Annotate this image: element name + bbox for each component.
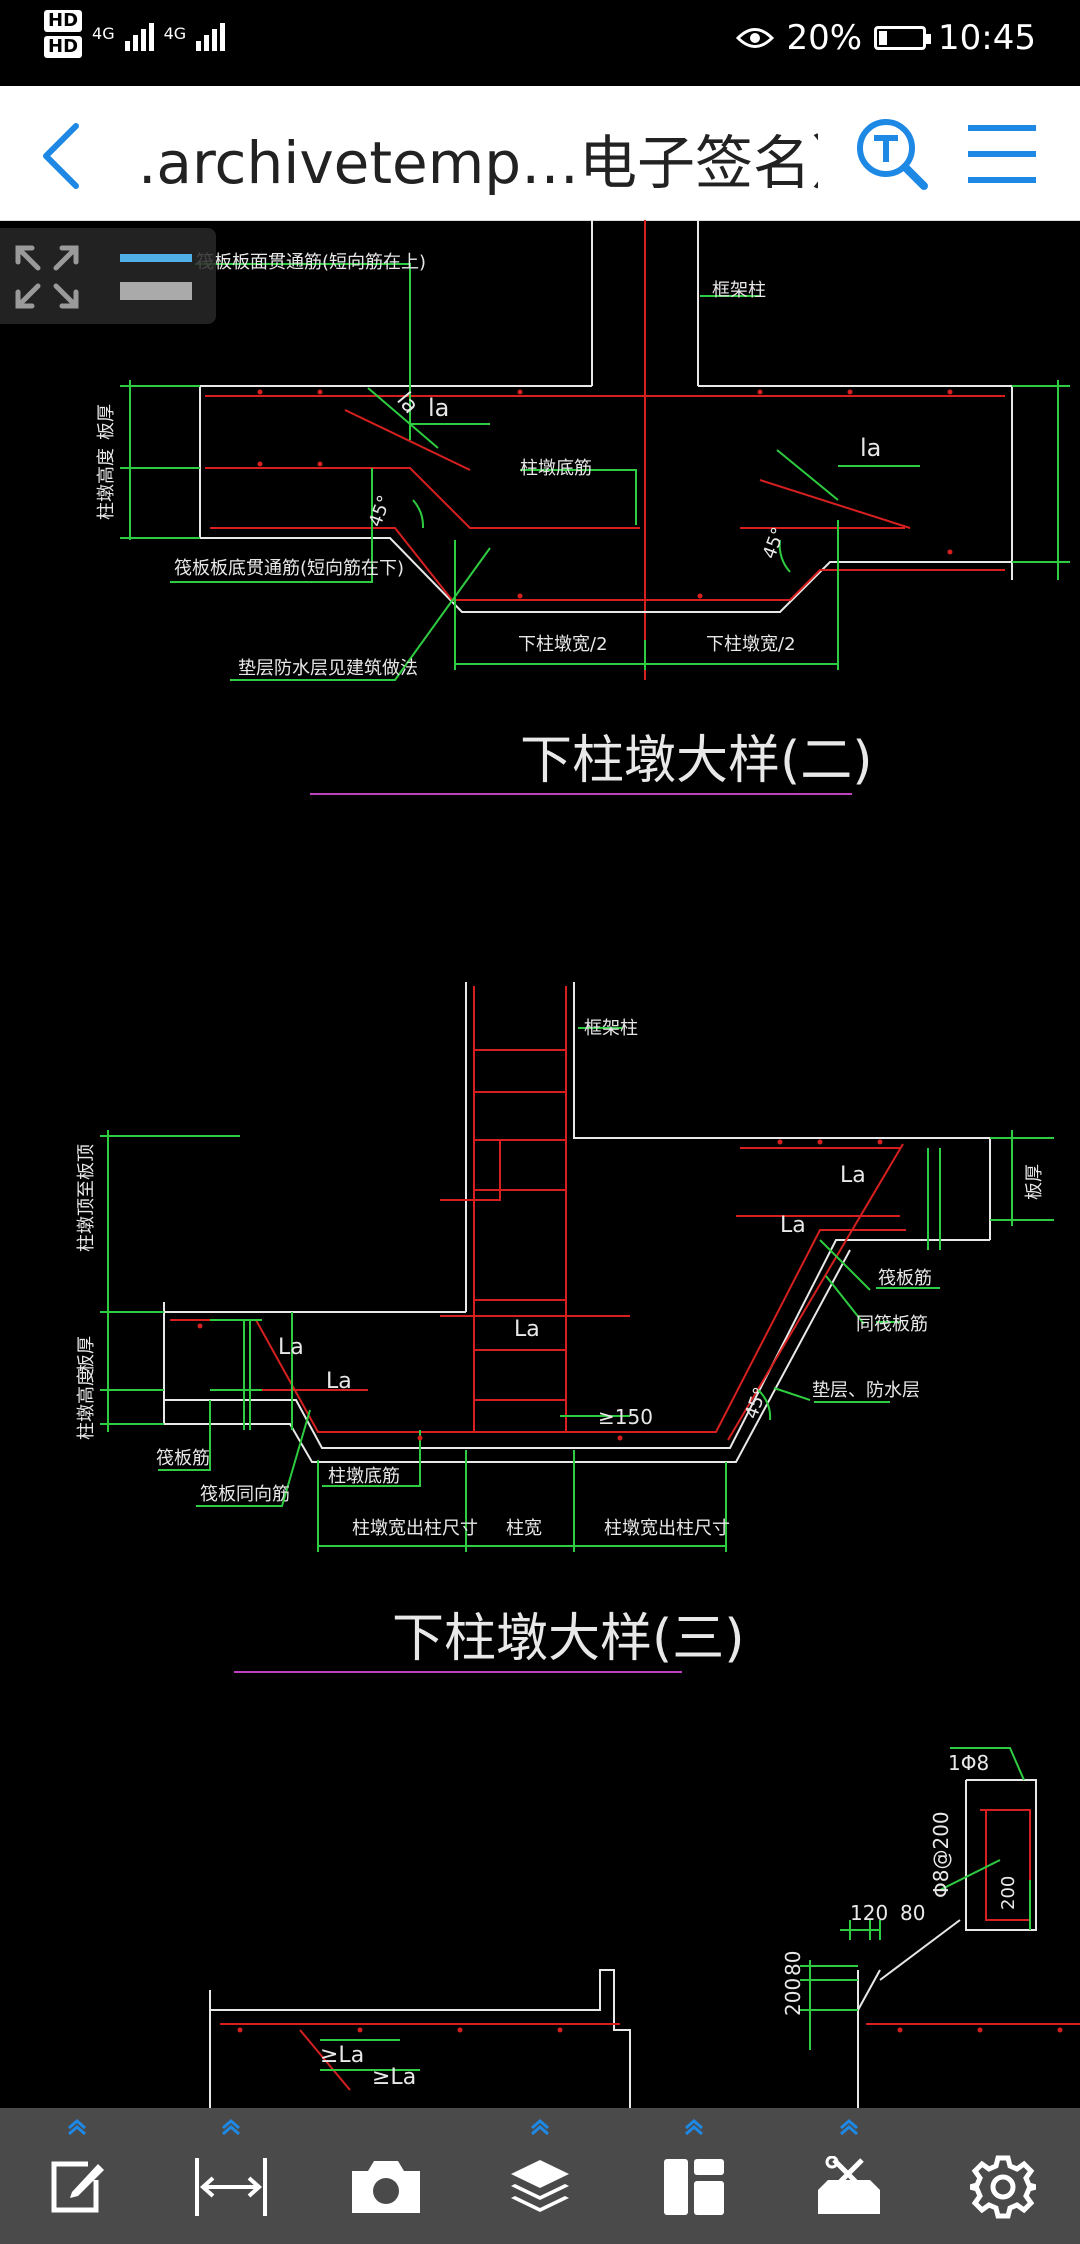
d3-label-cushion: 垫层、防水层 — [812, 1380, 920, 1401]
d3-label-raft-thickness-left: 板厚 — [76, 1336, 97, 1372]
signal-icon-2 — [196, 17, 226, 51]
label-raft-top-rebar: 筏板板面贯通筋(短向筋在上) — [196, 252, 426, 273]
chevron-up-icon — [685, 2119, 704, 2136]
hd1-badge: HD — [44, 10, 83, 32]
d3-label-min150: ≥150 — [598, 1405, 653, 1429]
edit-tool-button[interactable] — [17, 2108, 137, 2244]
d3-label-la-center: La — [514, 1317, 540, 1342]
battery-percent: 20% — [786, 18, 863, 58]
label-la-1: la — [428, 394, 449, 422]
d3-label-raft-rebar-left: 筏板筋 — [156, 1448, 210, 1469]
label-frame-column: 框架柱 — [712, 280, 766, 301]
cad-drawing-canvas[interactable]: 筏板板面贯通筋(短向筋在上) 框架柱 板厚 柱墩高度 la la la 柱墩底筋… — [0, 220, 1080, 2108]
label-raft-bottom-rebar: 筏板板底贯通筋(短向筋在下) — [174, 558, 404, 579]
label-la-3: la — [860, 434, 881, 462]
measure-icon — [195, 2158, 268, 2216]
d3-label-raft-thickness-right: 板厚 — [1024, 1164, 1045, 1200]
chevron-up-icon — [222, 2119, 241, 2136]
d3-label-dim-right: 柱墩宽出柱尺寸 — [604, 1518, 730, 1539]
status-bar: HD HD 4G 4G 20% 10:45 — [0, 0, 1080, 86]
db-label-200v: 200 — [998, 1876, 1019, 1910]
eye-comfort-icon — [736, 28, 775, 48]
label-angle-1: 45° — [365, 493, 396, 530]
detail2-title: 下柱墩大样(二) — [520, 731, 873, 791]
status-left: HD HD 4G 4G — [44, 10, 226, 58]
d3-label-la-left-2: La — [326, 1369, 352, 1394]
d3-label-la-left-1: La — [278, 1335, 304, 1360]
camera-icon — [351, 2161, 420, 2213]
layers-tool-button[interactable] — [480, 2108, 600, 2244]
chevron-up-icon — [530, 2119, 549, 2136]
edit-icon — [51, 2161, 105, 2213]
d3-label-angle: 45° — [741, 1385, 772, 1422]
d3-label-la-right-2: La — [780, 1213, 806, 1238]
label-raft-thickness: 板厚 — [96, 404, 117, 440]
toolbox-icon — [817, 2156, 880, 2214]
toolbox-tool-button[interactable] — [789, 2108, 909, 2244]
text-search-button[interactable] — [852, 114, 932, 194]
label-angle-2: 45° — [759, 525, 790, 562]
back-button[interactable] — [30, 116, 100, 196]
label-half-width-right: 下柱墩宽/2 — [706, 634, 796, 655]
d3-label-dim-left: 柱墩宽出柱尺寸 — [352, 1518, 478, 1539]
db-label-phi8: 1Φ8 — [948, 1751, 989, 1775]
db-label-80v: 80 — [781, 1951, 805, 1976]
label-cushion: 垫层防水层见建筑做法 — [238, 658, 418, 679]
gear-icon — [969, 2155, 1036, 2219]
camera-tool-button[interactable] — [326, 2108, 446, 2244]
mini-toolbar — [0, 228, 216, 324]
layer-toggle-icon[interactable] — [118, 246, 194, 306]
network-label-2: 4G — [163, 24, 187, 43]
db-label-la-a: ≥La — [320, 2043, 364, 2068]
layers-icon — [510, 2160, 569, 2212]
db-label-120: 120 — [850, 1901, 888, 1925]
detail3-title: 下柱墩大样(三) — [392, 1609, 745, 1669]
network-label-1: 4G — [92, 24, 115, 43]
bottom-toolbar — [0, 2108, 1080, 2244]
status-right: 20% 10:45 — [736, 18, 1036, 58]
db-label-200: 200 — [781, 1978, 805, 2016]
chevron-up-icon — [68, 2119, 87, 2136]
label-pier-bottom-rebar: 柱墩底筋 — [520, 458, 592, 479]
hd-indicators: HD HD — [44, 10, 83, 58]
detail-bottom-geometry — [209, 1747, 1080, 2108]
d3-label-la-right-1: La — [840, 1163, 866, 1188]
layout-icon — [664, 2159, 725, 2215]
d3-label-pier-height: 柱墩高度 — [76, 1368, 97, 1440]
settings-tool-button[interactable] — [943, 2108, 1063, 2244]
label-half-width-left: 下柱墩宽/2 — [518, 634, 608, 655]
battery-level — [879, 31, 888, 45]
detail3-labels: 框架柱 柱墩顶至板顶 板厚 柱墩高度 板厚 La La La La La ≥15… — [76, 1018, 1045, 1669]
detail2-geometry — [120, 220, 1070, 795]
d3-label-dim-center: 柱宽 — [506, 1518, 542, 1539]
title-bar: .archivetemp…电子签名） — [0, 86, 1080, 221]
d3-label-pier-bottom-rebar: 柱墩底筋 — [328, 1466, 400, 1487]
cad-drawing: 筏板板面贯通筋(短向筋在上) 框架柱 板厚 柱墩高度 la la la 柱墩底筋… — [76, 220, 1080, 2108]
db-label-la-b: ≥La — [372, 2065, 416, 2090]
detail-bottom-labels: 1Φ8 Φ8@200 200 120 80 80 200 ≥La ≥La — [320, 1751, 1019, 2090]
d3-label-same-raft-rebar: 同筏板筋 — [856, 1314, 928, 1335]
d3-label-raft-rebar-right: 筏板筋 — [878, 1268, 932, 1289]
d3-label-raft-same-dir: 筏板同向筋 — [200, 1484, 290, 1505]
d3-label-pier-top: 柱墩顶至板顶 — [76, 1144, 97, 1252]
db-label-80: 80 — [900, 1901, 925, 1925]
measure-tool-button[interactable] — [171, 2108, 291, 2244]
label-la-2: la — [391, 388, 423, 419]
hd2-badge: HD — [44, 36, 83, 58]
label-pier-height: 柱墩高度 — [96, 448, 117, 520]
battery-icon — [874, 26, 932, 50]
menu-button[interactable] — [962, 114, 1042, 194]
fullscreen-expand-icon[interactable] — [10, 240, 84, 314]
signal-icon-1 — [124, 17, 154, 51]
document-title: .archivetemp…电子签名） — [138, 129, 818, 197]
layout-tool-button[interactable] — [634, 2108, 754, 2244]
clock: 10:45 — [938, 18, 1036, 58]
detail2-labels: 筏板板面贯通筋(短向筋在上) 框架柱 板厚 柱墩高度 la la la 柱墩底筋… — [96, 252, 881, 791]
db-label-phi8-200: Φ8@200 — [929, 1811, 953, 1898]
detail3-geometry — [100, 982, 1054, 1673]
d3-label-frame-column: 框架柱 — [584, 1018, 638, 1039]
chevron-up-icon — [839, 2119, 858, 2136]
